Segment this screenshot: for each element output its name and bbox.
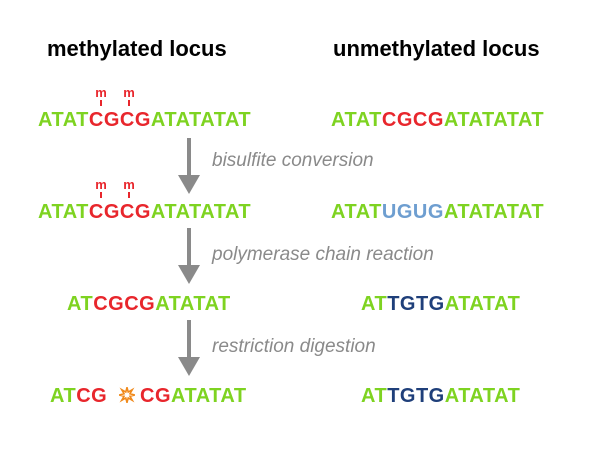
seq-segment: TGTG — [387, 293, 445, 315]
sequence-methylated-original: ATATCGCGATATATAT — [38, 108, 251, 132]
cut-star-shape — [119, 387, 135, 403]
methyl-mark-stem — [128, 100, 130, 106]
methyl-mark-stem — [100, 192, 102, 198]
seq-segment: ATATATAT — [443, 109, 545, 131]
seq-segment: AT — [361, 385, 388, 407]
step-label-polymerase-chain-reaction: polymerase chain reaction — [212, 244, 434, 265]
sequence-methylated-bisulfite: ATATCGCGATATATAT — [38, 200, 251, 224]
methyl-mark-stem — [100, 100, 102, 106]
seq-segment: ATATAT — [444, 385, 521, 407]
methyl-mark: m — [95, 177, 107, 192]
step-label-restriction-digestion: restriction digestion — [212, 336, 376, 357]
seq-segment: ATAT — [331, 109, 382, 131]
seq-segment: CGCG — [88, 109, 151, 131]
sequence-methylated-digested-fragment-a: ATCG — [50, 384, 107, 408]
methyl-mark: m — [123, 85, 135, 100]
cut-star-icon — [119, 387, 135, 403]
sequence-unmethylated-pcr: ATTGTGATATAT — [361, 292, 520, 316]
methyl-mark: m — [95, 85, 107, 100]
sequence-unmethylated-original: ATATCGCGATATATAT — [331, 108, 544, 132]
seq-segment: AT — [50, 385, 77, 407]
seq-segment: AT — [67, 293, 94, 315]
seq-segment: ATAT — [38, 201, 89, 223]
sequence-unmethylated-bisulfite: ATATUGUGATATATAT — [331, 200, 544, 224]
step-label-bisulfite-conversion: bisulfite conversion — [212, 150, 374, 171]
seq-segment: UGUG — [381, 201, 444, 223]
sequence-methylated-pcr: ATCGCGATATAT — [67, 292, 231, 316]
arrow-pcr — [178, 228, 200, 284]
seq-segment: ATATATAT — [443, 201, 545, 223]
seq-segment: TGTG — [387, 385, 445, 407]
sequence-unmethylated-digested: ATTGTGATATAT — [361, 384, 520, 408]
seq-segment: CG — [140, 385, 171, 407]
methyl-mark-stem — [128, 192, 130, 198]
seq-segment: ATATATAT — [150, 109, 252, 131]
seq-segment: ATAT — [38, 109, 89, 131]
seq-segment: CGCG — [88, 201, 151, 223]
heading-unmethylated-locus: unmethylated locus — [333, 36, 540, 61]
seq-segment: ATATAT — [171, 385, 247, 407]
seq-segment: ATATATAT — [150, 201, 252, 223]
seq-segment: ATATAT — [155, 293, 231, 315]
seq-segment: ATATAT — [444, 293, 521, 315]
seq-segment: CGCG — [93, 293, 156, 315]
seq-segment: AT — [361, 293, 388, 315]
arrow-restriction — [178, 320, 200, 376]
sequence-methylated-digested-fragment-b: CGATATAT — [140, 384, 247, 408]
seq-segment: CGCG — [381, 109, 444, 131]
seq-segment: CG — [76, 385, 108, 407]
seq-segment: ATAT — [331, 201, 382, 223]
methyl-mark: m — [123, 177, 135, 192]
arrow-bisulfite — [178, 138, 200, 194]
heading-methylated-locus: methylated locus — [47, 36, 227, 61]
